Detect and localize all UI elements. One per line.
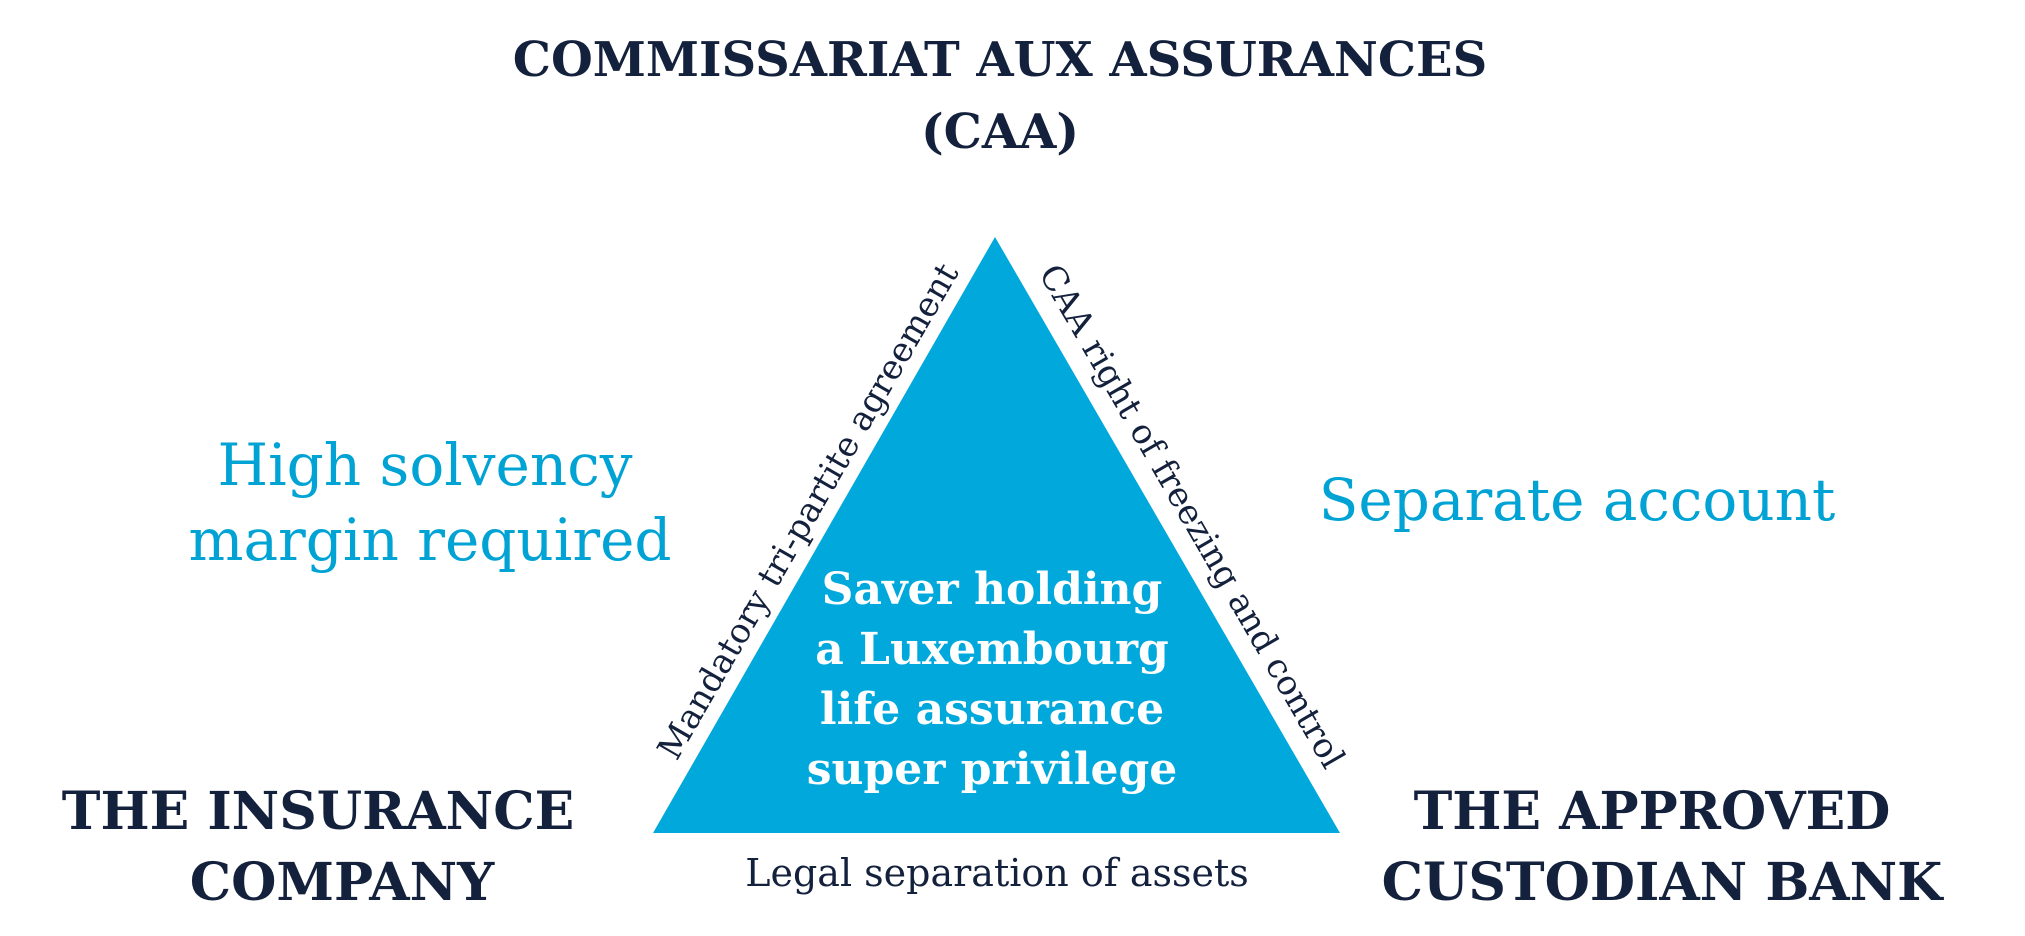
left-node-insurance-company: THE INSURANCE COMPANY [62, 781, 574, 913]
center-line2: a Luxembourg [815, 624, 1169, 675]
top-node-title-line1: COMMISSARIAT AUX ASSURANCES [513, 32, 1488, 88]
top-node-caa: COMMISSARIAT AUX ASSURANCES (CAA) [513, 32, 1488, 160]
center-line3: life assurance [820, 684, 1164, 735]
top-node-title-line2: (CAA) [921, 104, 1079, 160]
right-feature: Separate account [1319, 466, 1836, 534]
right-feature-line1: Separate account [1319, 466, 1836, 534]
center-label: Saver holding a Luxembourg life assuranc… [807, 564, 1177, 795]
left-node-title-line2: COMPANY [190, 852, 495, 913]
left-feature-line1: High solvency [218, 431, 633, 499]
left-feature-line2: margin required [188, 506, 671, 574]
right-node-title-line1: THE APPROVED [1414, 781, 1891, 842]
right-node-custodian-bank: THE APPROVED CUSTODIAN BANK [1382, 781, 1945, 913]
left-feature: High solvency margin required [188, 431, 671, 574]
bottom-edge-label: Legal separation of assets [745, 851, 1249, 895]
center-line4: super privilege [807, 744, 1177, 795]
triangle-shape [653, 237, 1340, 833]
left-node-title-line1: THE INSURANCE [62, 781, 574, 842]
center-line1: Saver holding [822, 564, 1163, 615]
right-node-title-line2: CUSTODIAN BANK [1382, 852, 1945, 913]
